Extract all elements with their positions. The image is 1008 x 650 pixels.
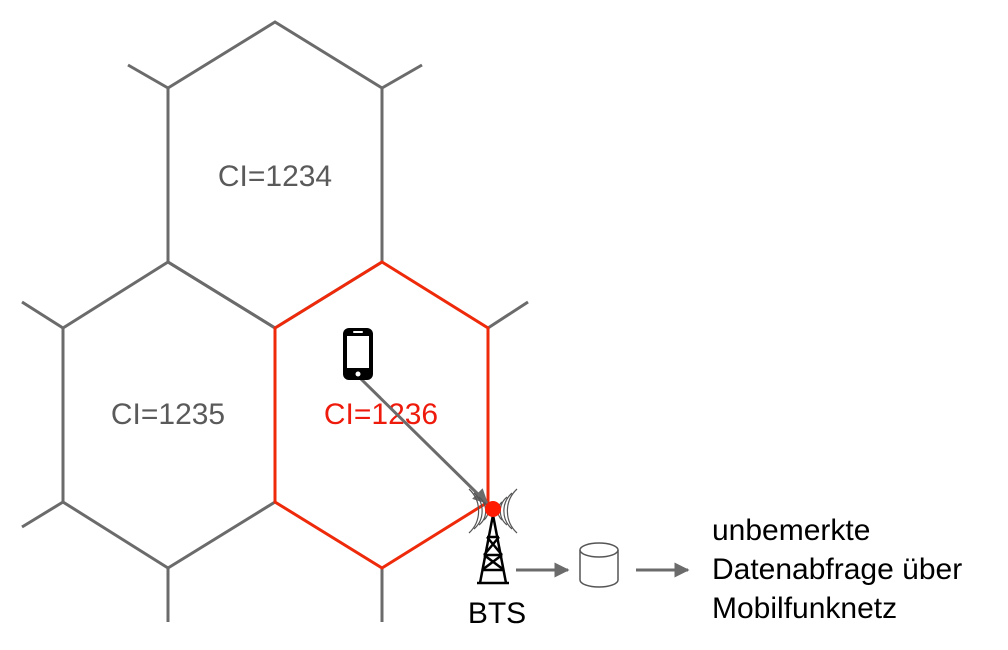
cell-label-highlighted: CI=1236 xyxy=(324,398,438,431)
phone-to-tower-arrow xyxy=(358,376,489,505)
result-line: Mobilfunknetz xyxy=(712,592,897,625)
bts-label: BTS xyxy=(468,597,526,630)
cell-label: CI=1234 xyxy=(218,160,332,193)
grid-stub xyxy=(21,300,64,330)
grid-stub xyxy=(487,300,529,330)
grid-stub xyxy=(21,500,64,529)
result-line: Datenabfrage über xyxy=(712,553,962,586)
cell-tower-icon xyxy=(468,488,518,585)
database-icon xyxy=(579,542,619,588)
smartphone-icon xyxy=(343,328,373,380)
cell-label: CI=1235 xyxy=(111,398,225,431)
result-line: unbemerkte xyxy=(712,514,870,547)
grid-stub xyxy=(381,63,423,90)
grid-stub xyxy=(127,63,169,90)
antenna-dot xyxy=(485,501,501,517)
cell-grid xyxy=(21,20,529,622)
